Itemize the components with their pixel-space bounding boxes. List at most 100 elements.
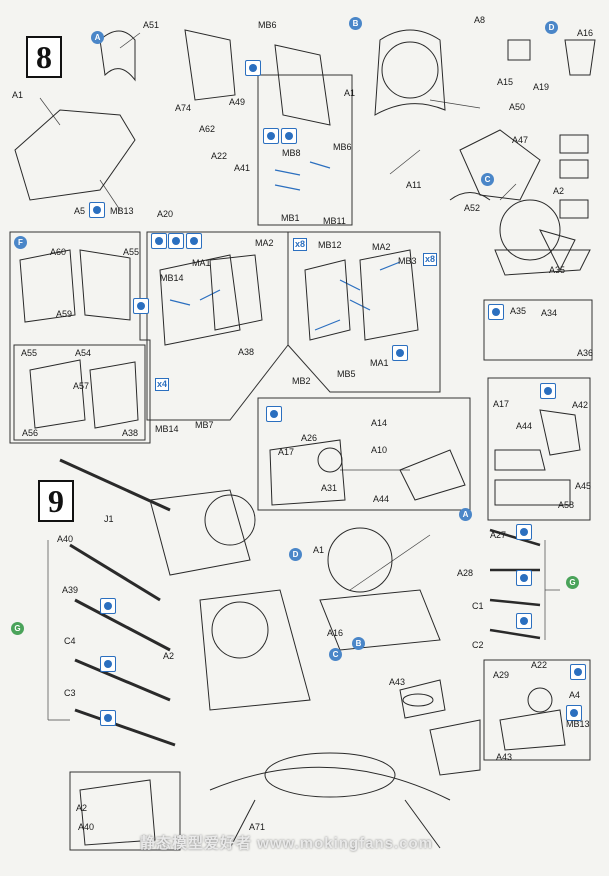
part-label: A47: [512, 135, 529, 145]
part-label: A1: [344, 88, 356, 98]
watermark-text: 静态模型爱好者 www.mokingfans.com: [140, 835, 433, 852]
part-label: A41: [234, 163, 251, 173]
glue-icon: [133, 298, 149, 314]
part-label: A43: [389, 677, 406, 687]
part-label: A35: [549, 265, 566, 275]
part-label: A16: [577, 28, 594, 38]
part-label: A43: [496, 752, 513, 762]
part-label: A22: [531, 660, 548, 670]
step-number-8: 8: [26, 36, 62, 78]
part-label: MB13: [110, 206, 134, 216]
part-label: C4: [64, 636, 76, 646]
part-label: MB1: [281, 213, 300, 223]
part-label: A16: [327, 628, 344, 638]
part-label: A71: [249, 822, 266, 832]
part-label: A49: [229, 97, 246, 107]
part-label: A2: [553, 186, 565, 196]
part-label: A10: [371, 445, 388, 455]
part-label: A36: [577, 348, 594, 358]
quantity-multiplier: x8: [293, 238, 308, 251]
part-label: A1: [313, 545, 325, 555]
part-label: A57: [73, 381, 90, 391]
glue-icon: [245, 60, 261, 76]
callout-badge-c2: C: [329, 648, 342, 661]
part-label: A38: [238, 347, 255, 357]
part-label: A22: [211, 151, 228, 161]
part-label: A35: [510, 306, 527, 316]
part-label: J1: [104, 514, 114, 524]
part-label: A27: [490, 530, 507, 540]
part-label: A2: [163, 651, 175, 661]
part-label: A50: [509, 102, 526, 112]
part-label: A42: [572, 400, 589, 410]
part-label: MA2: [372, 242, 391, 252]
glue-icon: [566, 705, 582, 721]
glue-icon: [516, 613, 532, 629]
part-label: MB14: [155, 424, 179, 434]
part-label: A74: [175, 103, 192, 113]
part-label: MB7: [195, 420, 214, 430]
part-label: A15: [497, 77, 514, 87]
part-label: MB3: [398, 256, 417, 266]
callout-badge-b2: B: [352, 637, 365, 650]
callout-badge-a: A: [91, 31, 104, 44]
part-label: A8: [474, 15, 486, 25]
part-label: MB13: [566, 719, 590, 729]
part-label: MB14: [160, 273, 184, 283]
paint-icon: [570, 664, 586, 680]
step-number-9: 9: [38, 480, 74, 522]
paint-icon: [281, 128, 297, 144]
paint-icon: [488, 304, 504, 320]
part-label: MB2: [292, 376, 311, 386]
part-label: C1: [472, 601, 484, 611]
callout-badge-d: D: [545, 21, 558, 34]
part-label: MB8: [282, 148, 301, 158]
paint-icon: [168, 233, 184, 249]
part-label: A1: [12, 90, 24, 100]
quantity-multiplier: x4: [155, 378, 170, 391]
part-label: C3: [64, 688, 76, 698]
glue-icon: [516, 570, 532, 586]
part-label: MA2: [255, 238, 274, 248]
glue-icon: [89, 202, 105, 218]
paint-icon: [263, 128, 279, 144]
part-label: MB12: [318, 240, 342, 250]
paint-icon: [151, 233, 167, 249]
part-label: A60: [50, 247, 67, 257]
part-label: A2: [76, 803, 88, 813]
callout-badge-f: F: [14, 236, 27, 249]
quantity-multiplier: x8: [423, 253, 438, 266]
part-label: A55: [123, 247, 140, 257]
part-label: A59: [56, 309, 73, 319]
glue-icon: [100, 710, 116, 726]
callout-badge-g: G: [566, 576, 579, 589]
part-label: A26: [301, 433, 318, 443]
part-label: A17: [493, 399, 510, 409]
part-label: A20: [157, 209, 174, 219]
callout-badge-g2: G: [11, 622, 24, 635]
part-label: A44: [516, 421, 533, 431]
part-label: A58: [558, 500, 575, 510]
glue-icon: [100, 598, 116, 614]
part-label: A52: [464, 203, 481, 213]
paint-icon: [540, 383, 556, 399]
glue-icon: [392, 345, 408, 361]
part-label: A45: [575, 481, 592, 491]
part-label: A56: [22, 428, 39, 438]
part-label: A62: [199, 124, 216, 134]
part-label: MA1: [192, 258, 211, 268]
part-label: A40: [57, 534, 74, 544]
part-label: A4: [569, 690, 581, 700]
part-label: A29: [493, 670, 510, 680]
callout-badge-b: B: [349, 17, 362, 30]
part-label: A39: [62, 585, 79, 595]
part-label: A38: [122, 428, 139, 438]
part-label: MB6: [258, 20, 277, 30]
part-label: A14: [371, 418, 388, 428]
part-label: A17: [278, 447, 295, 457]
glue-icon: [516, 524, 532, 540]
part-label: A5: [74, 206, 86, 216]
part-label: A55: [21, 348, 38, 358]
paint-icon: [266, 406, 282, 422]
